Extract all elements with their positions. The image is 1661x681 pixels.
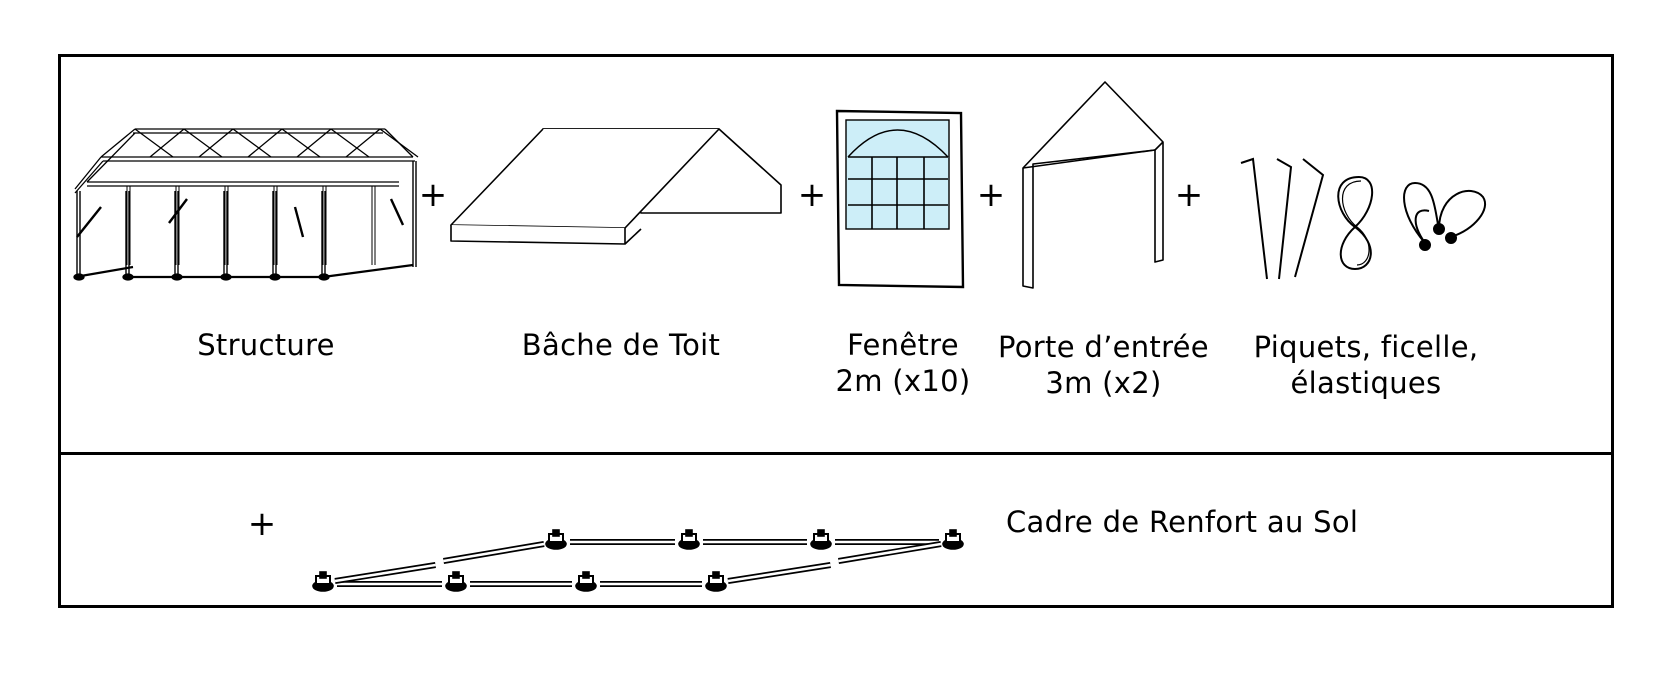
component-label-ground-frame: Cadre de Renfort au Sol [1006,505,1359,539]
parts-board: + + + + [58,54,1614,608]
section-divider [61,452,1611,455]
component-label-structure: Structure [197,328,335,362]
plus-sign: + [976,175,1006,215]
component-label-door: Porte d’entrée 3m (x2) [998,330,1209,400]
plus-sign: + [797,175,827,215]
plus-sign: + [418,175,448,215]
ground-frame-icon [312,529,964,592]
roof-tarp-icon [450,128,782,245]
plus-sign: + [1174,175,1204,215]
window-panel-icon [835,109,965,289]
pegs-rope-elastics-icon [1240,157,1486,280]
entrance-door-icon [1022,81,1164,289]
plus-sign: + [247,504,277,544]
component-label-roof-tarp: Bâche de Toit [521,328,721,362]
component-label-window: Fenêtre 2m (x10) [835,328,971,398]
component-label-accessories: Piquets, ficelle, élastiques [1253,330,1479,400]
tent-frame-icon [73,128,419,281]
